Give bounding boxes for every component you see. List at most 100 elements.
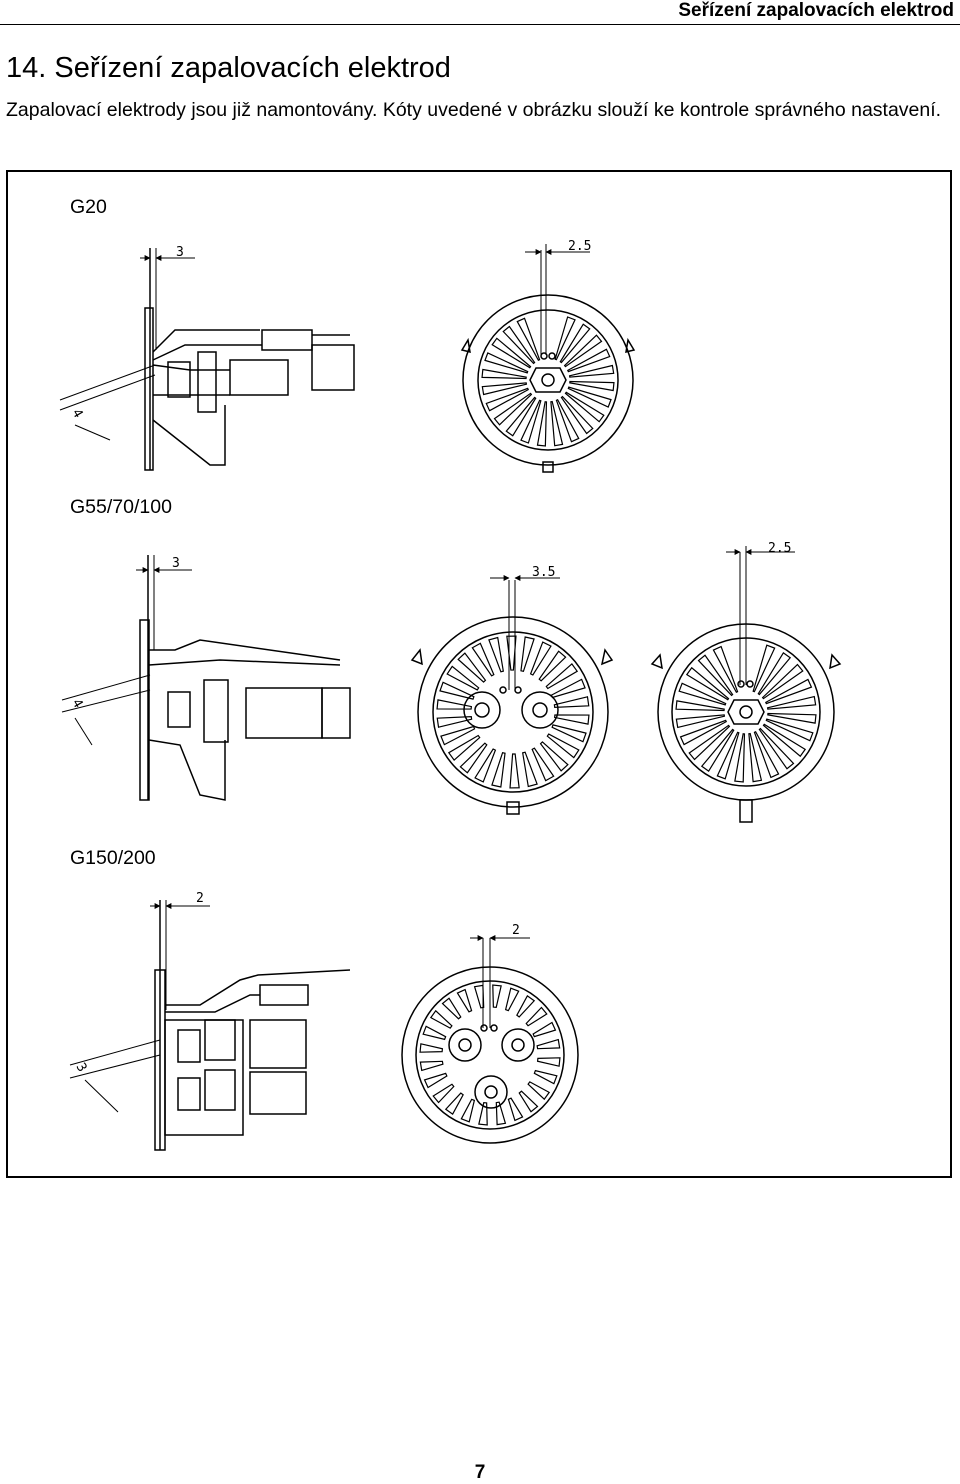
- burner-spoke: [516, 317, 541, 362]
- burner-spoke: [688, 724, 731, 761]
- burner-spoke: [444, 1092, 464, 1116]
- g150-dim-front: 2: [512, 923, 520, 938]
- burner-spoke: [568, 364, 615, 378]
- g20-side-view: [59, 248, 355, 471]
- g55-front-view-right: [650, 546, 842, 823]
- burner-spoke: [495, 1101, 507, 1126]
- figure-label-g20: G20: [70, 196, 107, 218]
- burner-spoke: [457, 652, 487, 683]
- burner-spoke: [488, 636, 505, 673]
- burner-spoke: [502, 325, 536, 365]
- burner-spoke: [550, 678, 586, 699]
- g55-dim-side-angle: 4: [69, 697, 86, 711]
- burner-spoke: [525, 1006, 548, 1027]
- burner-spoke: [440, 725, 476, 746]
- burner-spoke: [516, 994, 536, 1018]
- burner-spoke: [429, 1009, 453, 1029]
- page-number: 7: [474, 1462, 486, 1483]
- burner-spoke: [484, 352, 529, 374]
- burner-spoke: [446, 665, 480, 691]
- burner-spoke: [753, 730, 780, 779]
- burner-spoke: [712, 645, 739, 694]
- burner-spoke: [491, 337, 532, 369]
- burner-spoke: [569, 380, 615, 392]
- section-title: 14. Seřízení zapalovacích elektrod: [6, 52, 451, 84]
- burner-spoke: [538, 650, 567, 682]
- burner-spoke: [533, 1069, 558, 1085]
- burner-spoke: [439, 681, 475, 700]
- burner-spoke: [559, 323, 591, 364]
- burner-spoke: [504, 987, 520, 1012]
- burner-spoke: [567, 386, 612, 408]
- burner-spoke: [553, 714, 590, 725]
- g150-burner-spokes: [419, 984, 561, 1126]
- burner-spoke: [757, 651, 792, 696]
- burner-spoke: [509, 753, 520, 789]
- burner-spoke: [560, 395, 594, 435]
- burner-spoke: [459, 742, 488, 774]
- burner-spoke: [539, 741, 569, 772]
- burner-spoke: [685, 666, 730, 701]
- burner-spoke: [550, 400, 564, 447]
- burner-spoke: [564, 391, 605, 423]
- burner-spoke: [551, 724, 587, 743]
- figure-frame: [6, 170, 952, 1178]
- burner-spoke: [678, 682, 727, 706]
- burner-spoke: [507, 1097, 524, 1122]
- burner-spoke: [554, 316, 576, 361]
- burner-spoke: [441, 997, 462, 1020]
- burner-spoke: [675, 714, 726, 729]
- burner-spoke: [471, 642, 495, 677]
- g55-side-view: [61, 555, 351, 801]
- burner-spoke: [473, 984, 485, 1009]
- burner-spoke: [506, 635, 517, 671]
- burner-spoke: [553, 696, 590, 708]
- burner-spoke: [456, 988, 473, 1013]
- burner-spoke: [536, 1057, 561, 1067]
- g150-dim-side-top: 2: [196, 891, 204, 906]
- burner-spoke: [478, 1101, 488, 1126]
- g20-front-view: [460, 244, 636, 473]
- burner-spoke: [447, 734, 481, 761]
- burner-spoke: [419, 1060, 444, 1072]
- g55-right-burner-spokes: [675, 644, 817, 783]
- burner-spoke: [481, 368, 527, 380]
- burner-spoke: [521, 751, 538, 788]
- g20-dim-side-top: 3: [176, 245, 184, 260]
- figure-label-g150: G150/200: [70, 847, 156, 869]
- burner-spoke: [767, 712, 817, 724]
- burner-spoke: [766, 695, 817, 710]
- burner-spoke: [555, 398, 580, 443]
- burner-spoke: [536, 1038, 561, 1050]
- g150-dim-side-angle: 3: [73, 1061, 90, 1075]
- burner-spoke: [536, 401, 548, 447]
- burner-spoke: [762, 723, 807, 758]
- burner-spoke: [527, 1081, 551, 1101]
- burner-spoke: [752, 644, 776, 693]
- g20-burner-spokes: [481, 316, 615, 447]
- burner-spoke: [697, 654, 734, 697]
- intro-paragraph: Zapalovací elektrody jsou již namontován…: [6, 99, 942, 121]
- burner-spoke: [520, 399, 542, 444]
- burner-spoke: [679, 719, 728, 746]
- burner-spoke: [492, 984, 502, 1009]
- burner-spoke: [563, 334, 603, 368]
- burner-spoke: [423, 1072, 448, 1089]
- burner-spoke: [758, 727, 795, 770]
- burner-spoke: [764, 678, 813, 705]
- burner-spoke: [566, 348, 611, 373]
- burner-spoke: [765, 718, 814, 742]
- burner-spoke: [520, 636, 535, 673]
- g55-dim-front-right: 2.5: [768, 541, 791, 556]
- g55-dim-front-left: 3.5: [532, 565, 555, 580]
- g20-dim-front: 2.5: [568, 239, 591, 254]
- burner-spoke: [748, 732, 763, 783]
- burner-spoke: [474, 748, 497, 783]
- burner-spoke: [432, 1083, 455, 1104]
- g55-dim-side-top: 3: [172, 556, 180, 571]
- burner-spoke: [700, 728, 735, 773]
- burner-spoke: [481, 382, 528, 396]
- burner-spoke: [529, 641, 552, 676]
- burner-spoke: [485, 387, 530, 412]
- burner-spoke: [546, 733, 580, 759]
